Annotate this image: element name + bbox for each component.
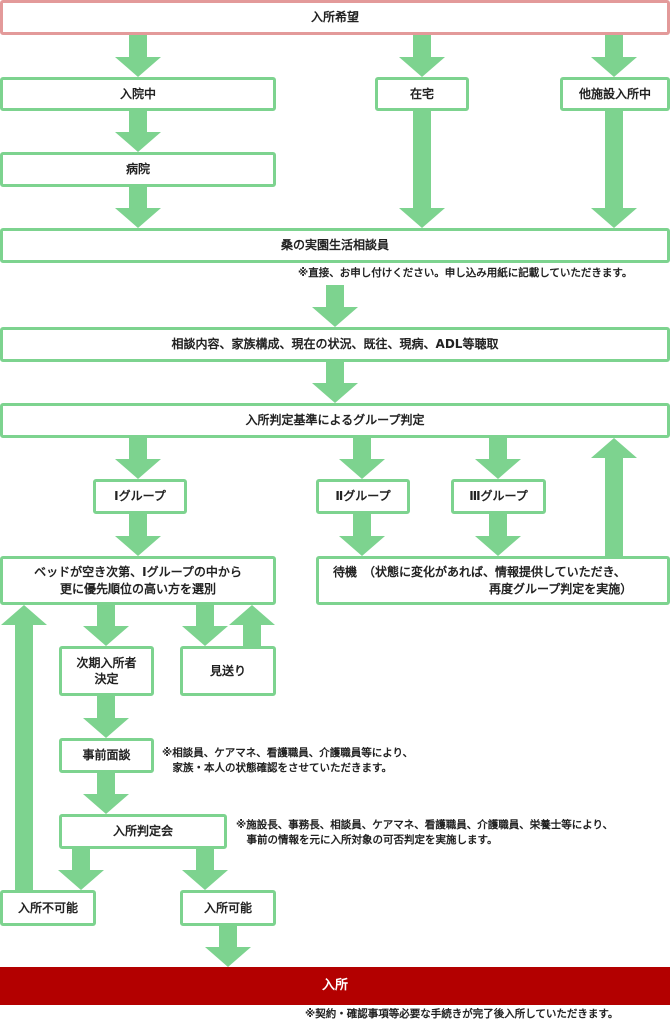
node-hospital-label: 病院 [125,162,150,177]
arrow-hospital-counselor-icon [115,187,161,228]
arrow-wait-judgement-icon [591,438,637,556]
node-counselor-label: 桑の実園生活相談員 [280,238,389,253]
node-request-label: 入所希望 [310,10,359,25]
counselor-note: ※直接、お申し付けください。申し込み用紙に記載していただきます。 [298,267,633,279]
node-hospital: 病院 [0,152,276,187]
node-group1: Ⅰグループ [93,479,187,514]
node-group2: Ⅱグループ [316,479,410,514]
node-group2-label: Ⅱグループ [335,489,391,504]
node-at-home-label: 在宅 [409,86,434,101]
node-select-label: ベッドが空き次第、Ⅰグループの中から 更に優先順位の高い方を選別 [34,565,242,596]
node-hospitalized: 入院中 [0,77,276,111]
arrow-request-other-icon [591,35,637,77]
arrow-hearing-judgement-icon [312,362,358,403]
arrow-hospitalized-hospital-icon [115,111,161,152]
node-deferred: 見送り [180,646,276,696]
node-group1-label: Ⅰグループ [114,489,166,504]
arrow-interview-committee-icon [83,773,129,814]
committee-note: ※施設長、事務長、相談員、ケアマネ、看護職員、介護職員、栄養士等により、 事前の… [236,819,614,846]
arrow-committee-notpossible-icon [58,849,104,890]
node-not-possible: 入所不可能 [0,890,96,926]
node-pre-interview: 事前面談 [59,738,154,773]
arrow-select-deferred-icon [182,605,228,646]
arrow-judgement-group1-icon [115,438,161,479]
node-possible: 入所可能 [180,890,276,926]
admission-note: ※契約・確認事項等必要な手続きが完了後入所していただきます。 [305,1008,619,1020]
node-next-decided: 次期入所者 決定 [59,646,154,696]
node-next-decided-label: 次期入所者 決定 [76,655,137,686]
node-other-facility: 他施設入所中 [560,77,670,111]
arrow-judgement-group2-icon [339,438,385,479]
arrow-select-next-icon [83,605,129,646]
node-committee-label: 入所判定会 [112,824,173,839]
node-not-possible-label: 入所不可能 [17,900,78,915]
node-deferred-label: 見送り [209,663,246,678]
node-hospitalized-label: 入院中 [119,86,156,101]
node-at-home: 在宅 [375,77,469,111]
node-other-facility-label: 他施設入所中 [578,86,651,101]
node-group-judgement: 入所判定基準によるグループ判定 [0,403,670,438]
arrow-counselor-hearing-icon [312,285,358,327]
node-admission: 入所 [0,967,670,1005]
node-group3-label: Ⅲグループ [469,489,528,504]
node-possible-label: 入所可能 [203,900,252,915]
interview-note: ※相談員、ケアマネ、看護職員、介護職員等により、 家族・本人の状態確認をさせてい… [162,747,414,774]
arrow-possible-admission-icon [205,926,251,967]
node-group-judgement-label: 入所判定基準によるグループ判定 [245,413,425,428]
node-request: 入所希望 [0,0,670,35]
arrow-group3-wait-icon [475,514,521,556]
node-wait: 待機 （状態に変化があれば、情報提供していただき、 再度グループ判定を実施） [316,556,670,605]
node-group3: Ⅲグループ [451,479,546,514]
arrow-deferred-select-icon [229,605,275,646]
arrow-athome-counselor-icon [399,111,445,228]
node-pre-interview-label: 事前面談 [82,748,131,763]
node-counselor: 桑の実園生活相談員 [0,228,670,263]
node-hearing-label: 相談内容、家族構成、現在の状況、既往、現病、ADL等聴取 [171,337,499,352]
arrow-committee-possible-icon [182,849,228,890]
node-hearing: 相談内容、家族構成、現在の状況、既往、現病、ADL等聴取 [0,327,670,362]
arrow-group2-wait-icon [339,514,385,556]
arrow-notpossible-select-icon [1,605,47,890]
node-select: ベッドが空き次第、Ⅰグループの中から 更に優先順位の高い方を選別 [0,556,276,605]
arrow-request-hospitalized-icon [115,35,161,77]
arrow-request-athome-icon [399,35,445,77]
node-wait-label: 待機 （状態に変化があれば、情報提供していただき、 再度グループ判定を実施） [333,565,633,596]
arrow-next-interview-icon [83,696,129,738]
arrow-judgement-group3-icon [475,438,521,479]
node-admission-label: 入所 [321,978,348,994]
arrow-other-counselor-icon [591,111,637,228]
node-committee: 入所判定会 [59,814,227,849]
arrow-group1-select-icon [115,514,161,556]
